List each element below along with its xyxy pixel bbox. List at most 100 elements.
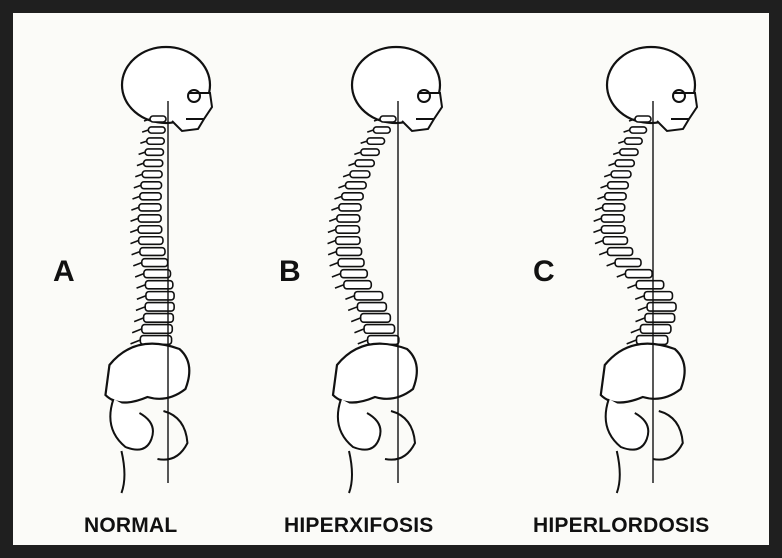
vertebra — [630, 127, 647, 133]
vertebra — [337, 215, 360, 222]
spinous-process — [130, 229, 138, 232]
vertebra — [336, 248, 361, 256]
panel-letter-b: B — [279, 257, 301, 287]
vertebra — [139, 204, 161, 211]
pelvis — [105, 344, 189, 493]
ilium — [105, 344, 189, 403]
vertebral-column — [593, 116, 676, 356]
spinous-process — [131, 241, 139, 244]
panel-normal — [105, 47, 212, 493]
spinous-process — [134, 185, 141, 188]
skull — [352, 47, 442, 131]
spinous-process — [348, 163, 355, 165]
vertebra — [139, 237, 163, 245]
caption-hyperlordosis: HIPERLORDOSIS — [533, 515, 709, 536]
vertebra — [140, 193, 161, 200]
spinous-process — [617, 274, 626, 277]
panel-letter-a: A — [53, 257, 75, 287]
spinous-process — [134, 318, 143, 322]
vertebra — [605, 193, 626, 200]
spinous-process — [594, 218, 602, 221]
vertebra — [142, 259, 168, 267]
ischium — [110, 399, 153, 450]
spinous-process — [135, 174, 142, 176]
spinous-process — [329, 218, 337, 221]
ischium — [338, 399, 381, 450]
vertebra — [354, 292, 382, 300]
vertebra — [357, 303, 386, 311]
panel-hyperkyphosis — [328, 47, 442, 493]
vertebra — [147, 138, 165, 144]
vertebra — [150, 116, 166, 122]
vertebra — [144, 314, 174, 323]
spinous-process — [142, 130, 148, 132]
vertebra — [339, 204, 361, 211]
vertebra — [355, 160, 374, 167]
spinous-process — [367, 130, 373, 132]
vertebra — [142, 171, 162, 178]
vertebra — [350, 171, 370, 178]
caption-hyperkyphosis: HIPERXIFOSIS — [284, 515, 433, 536]
vertebra — [146, 292, 174, 300]
vertebra — [601, 226, 625, 233]
vertebra — [603, 237, 627, 245]
spinous-process — [595, 241, 603, 244]
spinous-process — [330, 263, 338, 266]
spinous-process — [631, 329, 641, 333]
vertebra — [601, 215, 624, 222]
femur-head — [157, 411, 187, 460]
vertebra — [361, 149, 379, 155]
spinous-process — [597, 196, 604, 199]
vertebra — [344, 281, 371, 289]
vertebra — [644, 292, 672, 300]
vertebral-column — [328, 116, 399, 356]
vertebra — [625, 270, 652, 278]
spinous-process — [627, 340, 637, 344]
vertebra — [138, 215, 161, 222]
vertebra — [647, 303, 676, 311]
spinous-process — [593, 229, 601, 232]
vertebra — [346, 182, 367, 189]
spinous-process — [354, 152, 361, 154]
spinous-process — [131, 218, 139, 221]
femur-head — [385, 411, 415, 460]
spinous-process — [600, 185, 607, 188]
spinous-process — [595, 207, 603, 210]
spinous-process — [348, 307, 357, 311]
spinous-process — [334, 196, 341, 199]
vertebra — [145, 281, 172, 289]
spinous-process — [635, 296, 644, 300]
spinous-process — [607, 263, 615, 266]
spinous-process — [328, 229, 336, 232]
spinous-process — [328, 241, 336, 244]
spinous-process — [140, 141, 146, 143]
spinous-process — [133, 263, 141, 266]
vertebra — [338, 259, 364, 267]
vertebra — [361, 314, 391, 323]
spinous-process — [638, 307, 647, 311]
spinous-process — [136, 307, 145, 311]
spinous-process — [328, 252, 336, 255]
vertebra — [380, 116, 396, 122]
vertebra — [611, 171, 631, 178]
spinous-process — [338, 185, 345, 188]
vertebra — [144, 270, 171, 278]
skull — [607, 47, 697, 131]
vertebra — [336, 237, 360, 245]
vertebra — [645, 314, 675, 323]
vertebra — [145, 303, 174, 311]
vertebra — [342, 193, 363, 200]
ischium — [606, 399, 649, 450]
vertebra — [144, 160, 163, 167]
spinous-process — [135, 274, 144, 277]
spinous-process — [354, 329, 364, 333]
spinous-process — [599, 252, 607, 255]
spinous-process — [358, 340, 368, 344]
spinous-process — [332, 274, 341, 277]
vertebra — [640, 325, 670, 334]
vertebra — [141, 182, 162, 189]
spinous-process — [624, 130, 630, 132]
vertebra — [607, 248, 632, 256]
spinous-process — [131, 207, 139, 210]
panel-letter-c: C — [533, 257, 555, 287]
